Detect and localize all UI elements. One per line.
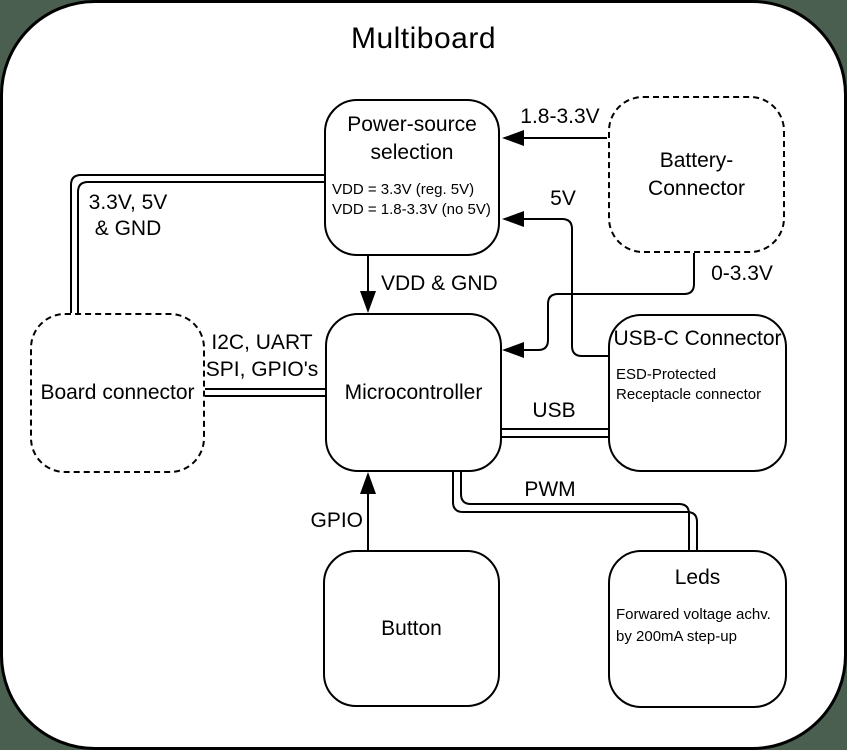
power-source-note: VDD = 3.3V (reg. 5V) VDD = 1.8-3.3V (no … <box>332 181 491 218</box>
button-title: Button <box>381 616 442 640</box>
leds-title: Leds <box>674 566 721 589</box>
edge-label-power-to-board: 3.3V, 5V & GND <box>88 191 168 240</box>
board-connector-title: Board connector <box>40 381 195 404</box>
edge-label-power-to-micro: VDD & GND <box>381 272 498 295</box>
leds-note: Forwared voltage achv. by 200mA step-up <box>616 606 771 645</box>
node-leds: Leds Forwared voltage achv. by 200mA ste… <box>608 550 787 708</box>
battery-connector-title: Battery- Connector <box>648 148 745 200</box>
node-microcontroller: Microcontroller <box>325 313 502 472</box>
edge-label-button-to-micro: GPIO <box>310 509 363 532</box>
edge-label-battery-to-power: 1.8-3.3V <box>520 105 600 128</box>
power-source-title: Power-source selection <box>347 113 477 164</box>
node-button: Button <box>323 550 500 707</box>
usbc-connector-note: ESD-Protected Receptacle connector <box>616 366 762 403</box>
microcontroller-title: Microcontroller <box>344 380 483 404</box>
node-battery-connector: Battery- Connector <box>608 96 785 253</box>
edge-label-micro-to-usbc: USB <box>532 399 576 422</box>
edge-label-usbc-to-power: 5V <box>550 187 576 210</box>
usbc-connector-title: USB-C Connector <box>613 327 782 350</box>
node-board-connector: Board connector <box>30 313 205 473</box>
edge-label-micro-to-leds: PWM <box>524 478 576 501</box>
page-title: Multiboard <box>350 22 497 55</box>
node-usbc-connector: USB-C Connector ESD-Protected Receptacle… <box>608 314 787 472</box>
node-power-source-selection: Power-source selection VDD = 3.3V (reg. … <box>324 99 500 256</box>
edge-label-board-to-micro: I2C, UART SPI, GPIO's <box>205 331 319 381</box>
edge-label-battery-to-micro: 0-3.3V <box>711 262 773 285</box>
